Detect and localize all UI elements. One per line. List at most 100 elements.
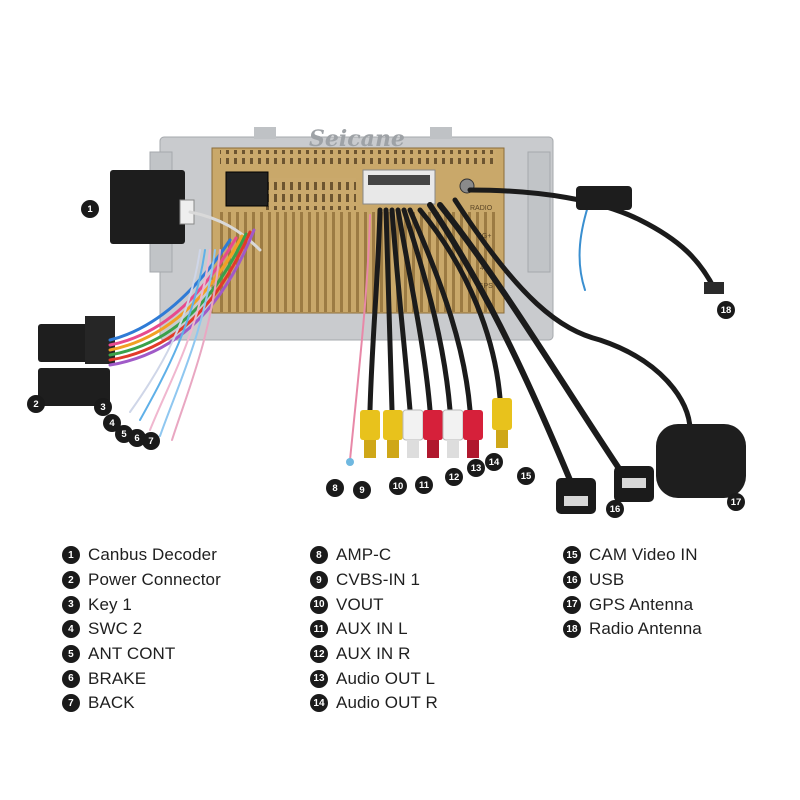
callout-badge-number: 14 [489, 457, 500, 468]
callout-badge-number: 1 [87, 204, 93, 215]
callout-badge-16 [606, 500, 624, 518]
legend-item: 11 AUX IN L [310, 617, 438, 642]
callout-badge-18 [717, 301, 735, 319]
legend-number-badge: 2 [62, 571, 80, 590]
callout-badge-number: 12 [449, 472, 460, 483]
legend-item: 13 Audio OUT L [310, 666, 438, 691]
rca-plug-red-1 [423, 410, 443, 458]
callout-badge-14 [485, 453, 503, 471]
legend-number-badge: 18 [563, 620, 581, 639]
legend-item: 14 Audio OUT R [310, 691, 438, 716]
callout-badge-number: 5 [121, 429, 127, 440]
amp-c-tip [346, 458, 354, 466]
legend-label: GPS Antenna [589, 594, 694, 614]
legend-label: CAM Video IN [589, 545, 698, 565]
legend-label: BRAKE [88, 668, 147, 688]
power-connector [38, 316, 115, 406]
rca-plug-yellow-2 [383, 410, 403, 458]
callout-badge-number: 8 [332, 483, 337, 494]
legend-label: Radio Antenna [589, 619, 702, 639]
legend-label: BACK [88, 693, 135, 713]
callout-badge-number: 9 [359, 485, 364, 496]
callout-badge-15 [517, 467, 535, 485]
legend-label: AUX IN L [336, 619, 408, 639]
legend-label: AUX IN R [336, 644, 411, 664]
wire-harness [108, 187, 718, 483]
legend-label: Audio OUT R [336, 693, 438, 713]
callout-badge-number: 16 [610, 504, 621, 515]
callout-badge-4 [103, 414, 121, 432]
radio-antenna-plug [704, 282, 724, 294]
legend-item: 1 Canbus Decoder [62, 543, 221, 568]
callout-badge-10 [389, 477, 407, 495]
legend-item: 7 BACK [62, 691, 221, 716]
legend-column-2: 8 AMP-C 9 CVBS-IN 1 10 VOUT 11 AUX IN L 12 AUX IN… [310, 543, 438, 716]
callout-badge-number: 3 [100, 402, 105, 413]
callout-badge-6 [128, 429, 146, 447]
legend-label: Audio OUT L [336, 668, 436, 688]
legend-number-badge: 8 [310, 546, 328, 565]
legend-label: Power Connector [88, 570, 221, 590]
callout-badge-number: 17 [731, 497, 742, 508]
legend-number-badge: 11 [310, 620, 328, 639]
legend-number-badge: 6 [62, 669, 80, 688]
legend-label: VOUT [336, 594, 384, 614]
unit-label-radio: RADIO [470, 205, 493, 212]
legend-label: Canbus Decoder [88, 545, 217, 565]
callout-badge-number: 11 [419, 480, 430, 491]
callout-badge-number: 6 [134, 433, 139, 444]
callout-badge-number: 2 [33, 399, 38, 410]
legend-label: ANT CONT [88, 644, 176, 664]
radio-antenna-amplifier [576, 186, 632, 210]
legend-number-badge: 13 [310, 669, 328, 688]
legend-number-badge: 17 [563, 595, 581, 614]
legend-label: CVBS-IN 1 [336, 570, 421, 590]
legend-item: 3 Key 1 [62, 592, 221, 617]
rca-plug-yellow-cam [492, 398, 512, 448]
legend-label: SWC 2 [88, 619, 143, 639]
callout-badge-1 [81, 200, 99, 218]
legend-number-badge: 9 [310, 571, 328, 590]
legend-item: 17 GPS Antenna [563, 592, 702, 617]
rca-plug-white-2 [442, 409, 464, 458]
callout-badge-number: 7 [148, 436, 153, 447]
callout-badge-number: 13 [471, 463, 482, 474]
heatsink [211, 147, 505, 314]
usb-connectors [556, 466, 654, 514]
legend-item: 10 VOUT [310, 592, 438, 617]
callout-badge-11 [415, 476, 433, 494]
callout-badge-12 [445, 468, 463, 486]
legend-number-badge: 7 [62, 694, 80, 713]
legend-item: 4 SWC 2 [62, 617, 221, 642]
legend-number-badge: 14 [310, 694, 328, 713]
legend-label: AMP-C [336, 545, 392, 565]
callout-badge-8 [326, 479, 344, 497]
rca-plugs [346, 398, 512, 466]
callout-badge-2 [27, 395, 45, 413]
legend-label: USB [589, 570, 625, 590]
legend-number-badge: 12 [310, 645, 328, 664]
legend-number-badge: 10 [310, 595, 328, 614]
callout-badge-number: 4 [109, 418, 115, 429]
legend-number-badge: 5 [62, 645, 80, 664]
legend-label: Key 1 [88, 594, 132, 614]
legend-item: 5 ANT CONT [62, 642, 221, 667]
unit-label-gps: GPS [478, 283, 493, 290]
legend-number-badge: 15 [563, 546, 581, 565]
legend-item: 9 CVBS-IN 1 [310, 568, 438, 593]
callout-badge-number: 15 [521, 471, 532, 482]
legend-item: 12 AUX IN R [310, 642, 438, 667]
legend-number-badge: 4 [62, 620, 80, 639]
legend-item: 8 AMP-C [310, 543, 438, 568]
wiring-diagram: Seicane RADIO 4G+ 4G GPS [27, 126, 746, 518]
legend-item: 18 Radio Antenna [563, 617, 702, 642]
legend-number-badge: 3 [62, 595, 80, 614]
legend-number-badge: 1 [62, 546, 80, 565]
callout-badge-7 [142, 432, 160, 450]
callout-badge-number: 10 [393, 481, 404, 492]
callout-badge-number: 18 [721, 305, 732, 316]
legend-item: 2 Power Connector [62, 568, 221, 593]
canbus-decoder [110, 170, 195, 244]
